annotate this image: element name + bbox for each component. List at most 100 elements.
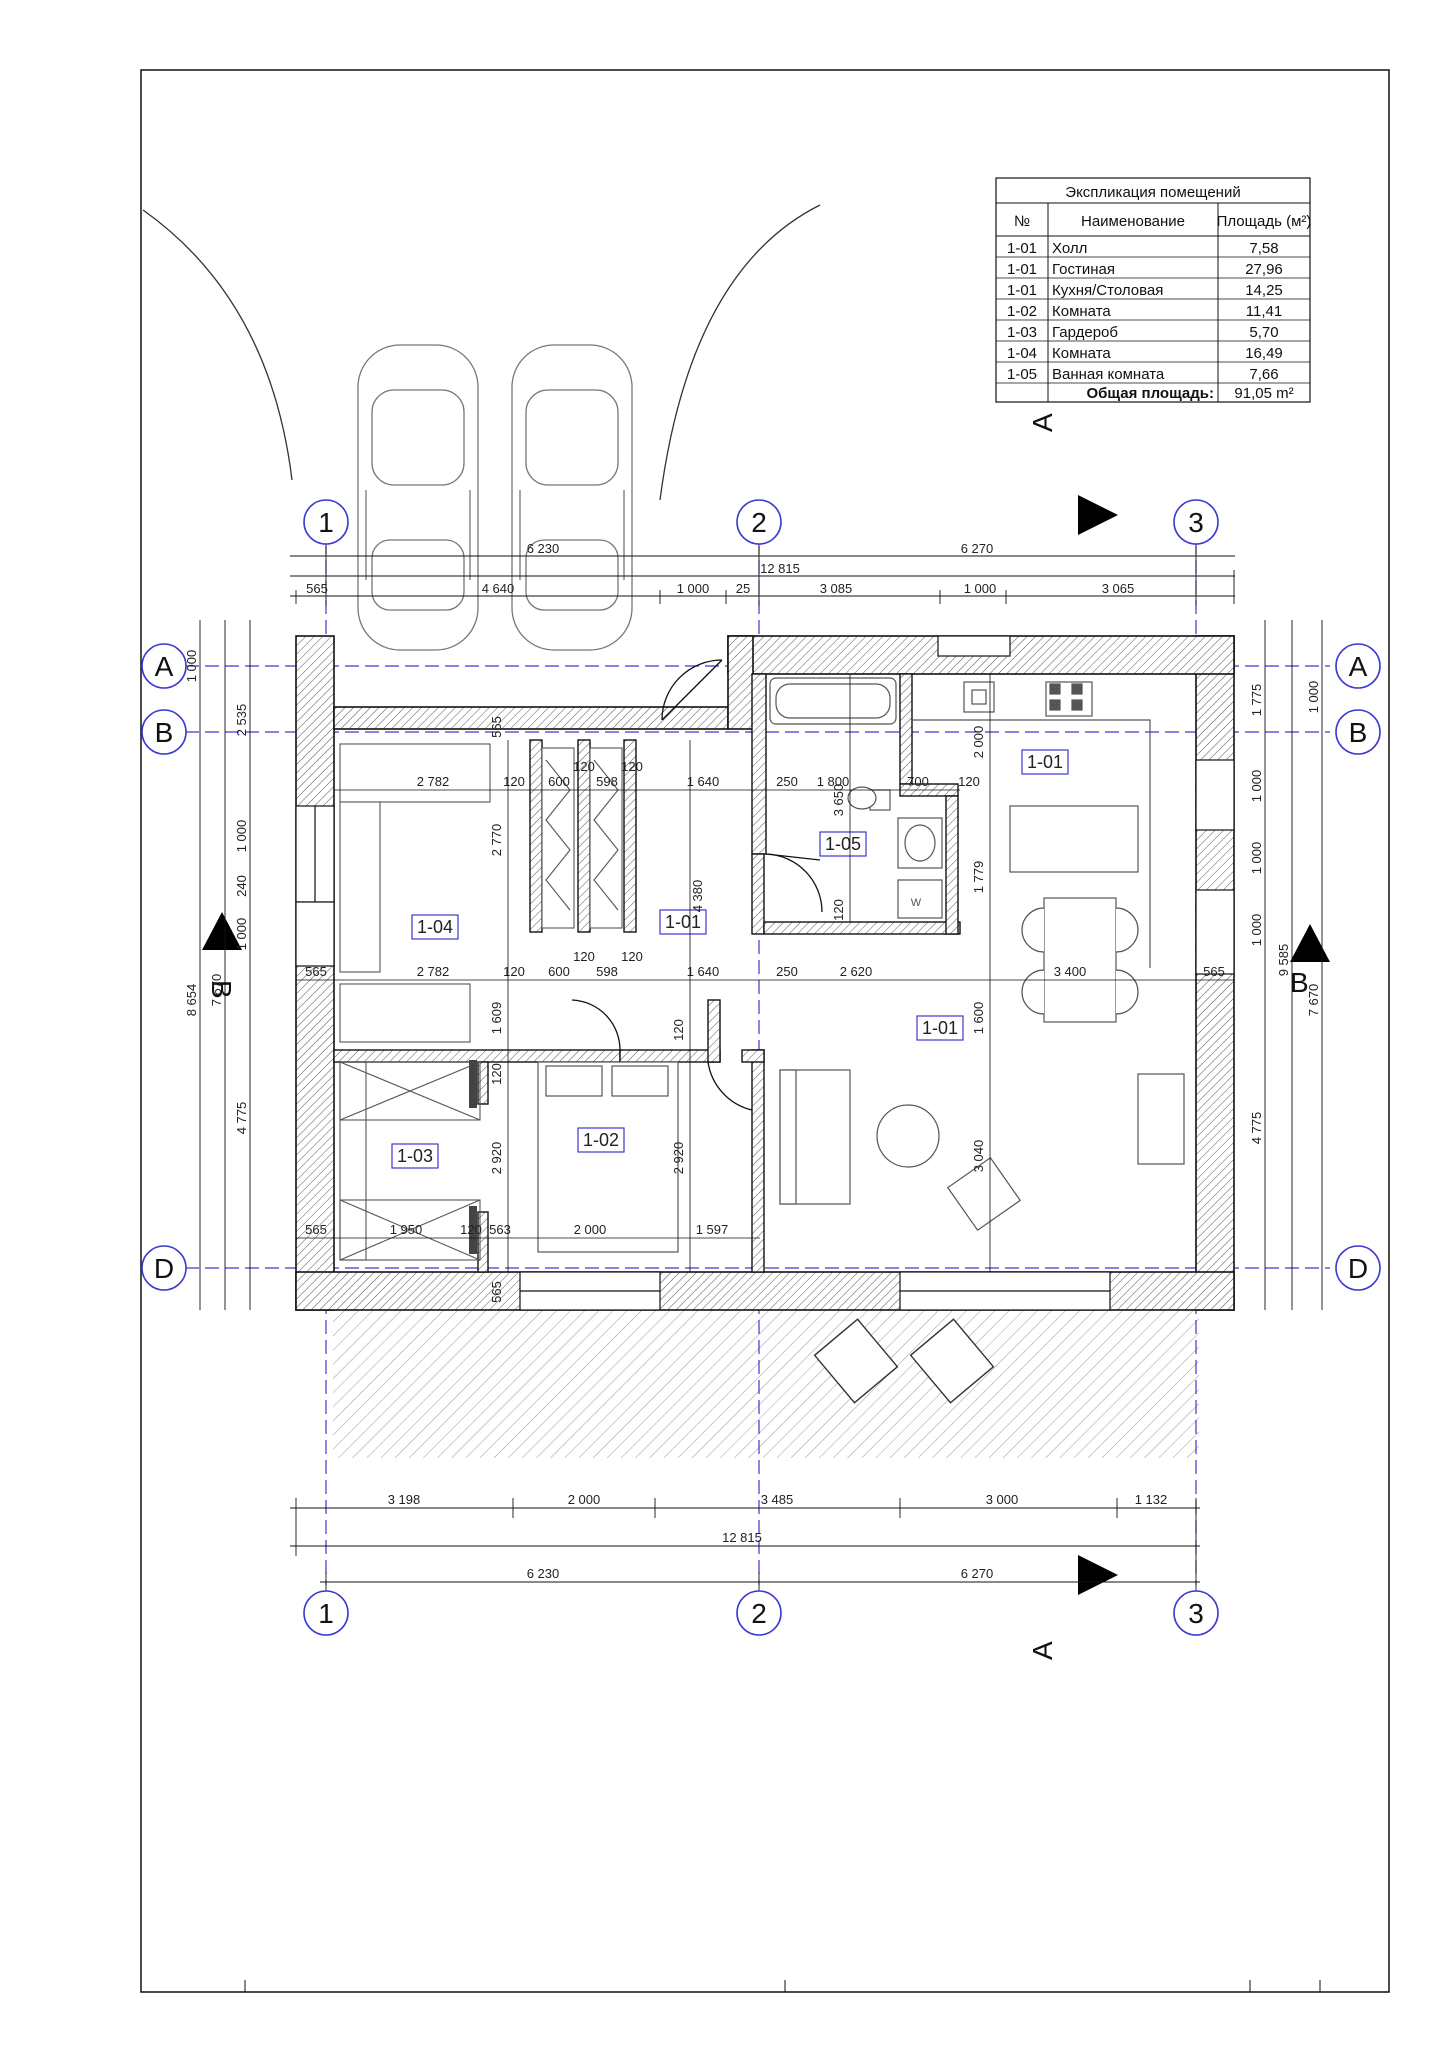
kitchen-island: [1009, 805, 1139, 873]
dim-row3: 1 950: [390, 1222, 423, 1237]
dim-right: 1 000: [1249, 770, 1264, 803]
interior-walls: [333, 673, 961, 1273]
dim-row1: 1 800: [817, 774, 850, 789]
row-area: 7,66: [1249, 366, 1278, 383]
total-value: 91,05 m²: [1234, 385, 1293, 402]
svg-text:A: A: [1027, 1641, 1058, 1660]
terrace: [333, 1300, 1199, 1458]
terrace-chairs: [813, 1318, 995, 1404]
dim-vert: 565: [489, 716, 504, 738]
row-name: Ванная комната: [1052, 366, 1165, 383]
svg-text:1-01: 1-01: [665, 912, 701, 932]
sink: [897, 817, 943, 919]
dim-vert: 120: [671, 1019, 686, 1041]
dim-top-overall: 12 815: [760, 561, 800, 576]
dim-left: 1 000: [234, 918, 249, 951]
dim-left: 8 654: [184, 984, 199, 1017]
row-name: Гостиная: [1052, 261, 1115, 278]
dim-top-axis-2-3: 6 270: [961, 541, 994, 556]
dim-left: 240: [234, 875, 249, 897]
dim-row2: 2 782: [417, 964, 450, 979]
dim-row2: 598: [596, 964, 618, 979]
row-area: 14,25: [1245, 282, 1283, 299]
dim-row2: 120: [503, 964, 525, 979]
dim-right: 4 775: [1249, 1112, 1264, 1145]
dim-bottom-overall: 12 815: [722, 1530, 762, 1545]
dim-vert: 565: [489, 1281, 504, 1303]
axis-bubble-d-right: D: [1335, 1245, 1381, 1291]
room-tag-1-02: 1-02: [577, 1127, 625, 1153]
section-mark-top: A: [1027, 413, 1118, 535]
row-name: Кухня/Столовая: [1052, 282, 1163, 299]
axis-bubble-3-bottom: 3: [1173, 1590, 1219, 1636]
room-tag-1-05: 1-05: [819, 831, 867, 857]
axis-bubble-a-left: A: [141, 643, 187, 689]
windows: [295, 635, 1235, 1311]
dim-right: 9 585: [1276, 944, 1291, 977]
axis-bubble-2-bottom: 2: [736, 1590, 782, 1636]
dim-row2: 1 640: [687, 964, 720, 979]
svg-text:1: 1: [318, 507, 334, 538]
dim-vert: 1 609: [489, 1002, 504, 1035]
dim-row1: 700: [907, 774, 929, 789]
svg-text:1-04: 1-04: [417, 917, 453, 937]
wardrobe-1-03: [339, 1061, 481, 1261]
row-no: 1-03: [1007, 324, 1037, 341]
dim-row1: 120: [503, 774, 525, 789]
svg-text:3: 3: [1188, 1598, 1204, 1629]
row-name: Гардероб: [1052, 324, 1118, 341]
svg-text:1: 1: [318, 1598, 334, 1629]
dim-bottom-chain: 1 132: [1135, 1492, 1168, 1507]
dim-top-chain: 25: [736, 581, 750, 596]
dim-vert: 2 770: [489, 824, 504, 857]
armchair: [946, 1156, 1022, 1232]
row-area: 7,58: [1249, 240, 1278, 257]
dim-right-lines: [1264, 620, 1323, 1310]
dim-top-chain: 3 085: [820, 581, 853, 596]
row-area: 27,96: [1245, 261, 1283, 278]
svg-text:D: D: [1348, 1253, 1368, 1284]
explication-table: Экспликация помещений № Наименование Пло…: [995, 177, 1311, 403]
explication-header-no: №: [1014, 213, 1030, 230]
bathroom-door: [765, 853, 823, 913]
section-mark-bottom: A: [1027, 1555, 1118, 1660]
explication-title: Экспликация помещений: [1065, 184, 1240, 201]
row-area: 16,49: [1245, 345, 1283, 362]
svg-text:B: B: [1290, 967, 1309, 998]
svg-text:A: A: [1349, 651, 1368, 682]
dim-row1: 120: [573, 759, 595, 774]
dim-row2: 2 620: [840, 964, 873, 979]
svg-text:B: B: [206, 980, 237, 999]
row-no: 1-05: [1007, 366, 1037, 383]
dim-bottom-axis-1-2: 6 230: [527, 1566, 560, 1581]
dim-row1: 1 640: [687, 774, 720, 789]
row-area: 5,70: [1249, 324, 1278, 341]
dim-left: 1 000: [184, 650, 199, 683]
dim-left: 4 775: [234, 1102, 249, 1135]
wardrobe-bars: [469, 1060, 477, 1254]
toilet: [847, 786, 891, 811]
total-label: Общая площадь:: [1086, 385, 1214, 402]
dim-right: 1 775: [1249, 684, 1264, 717]
room-tag-1-01-living: 1-01: [916, 1015, 964, 1041]
svg-text:1-03: 1-03: [397, 1146, 433, 1166]
dim-row1: 120: [958, 774, 980, 789]
dim-bottom-lines: [290, 1498, 1200, 1592]
dim-vert: 2 920: [671, 1142, 686, 1175]
car-left: [357, 344, 479, 651]
dim-row1: 600: [548, 774, 570, 789]
axis-bubble-b-right: B: [1335, 709, 1381, 755]
dim-top-chain: 3 065: [1102, 581, 1135, 596]
row-no: 1-04: [1007, 345, 1037, 362]
bed-1-02: [537, 1061, 679, 1253]
dim-row3: 563: [489, 1222, 511, 1237]
coffee-table: [876, 1104, 940, 1168]
dim-left: 1 000: [234, 820, 249, 853]
svg-text:B: B: [1349, 717, 1368, 748]
row-name: Комната: [1052, 303, 1111, 320]
axis-bubble-a-right: A: [1335, 643, 1381, 689]
dim-row1: 598: [596, 774, 618, 789]
dim-top-chain: 1 000: [677, 581, 710, 596]
dim-vert: 2 000: [971, 726, 986, 759]
dim-vertical-lines: [507, 674, 991, 1272]
